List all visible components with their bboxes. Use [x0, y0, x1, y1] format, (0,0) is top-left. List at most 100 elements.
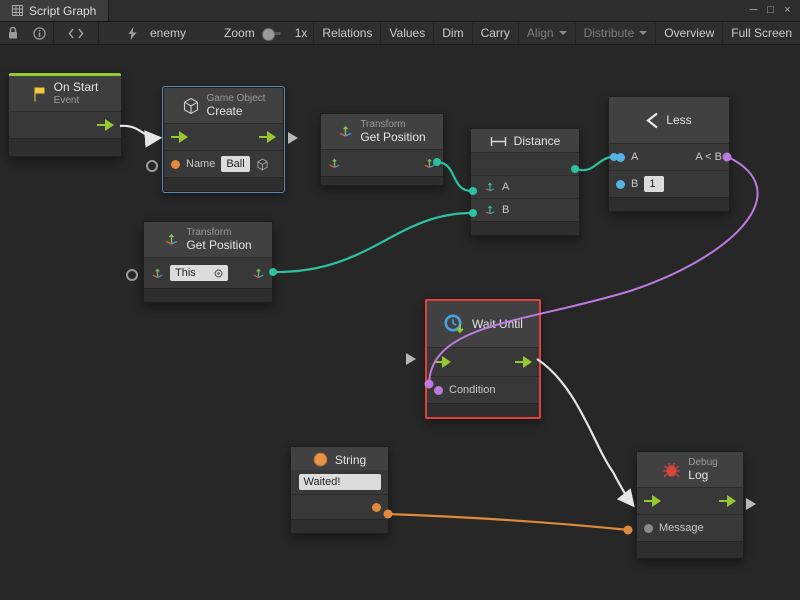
vector-output-port[interactable]	[423, 157, 436, 170]
node-category: Transform	[186, 227, 232, 238]
node-distance[interactable]: Distance A B	[470, 128, 580, 236]
wire-onstart-create	[119, 124, 163, 148]
result-port-label: A < B	[695, 151, 722, 163]
less-than-icon	[646, 112, 658, 128]
graph-name: enemy	[150, 26, 187, 40]
toolbar-separator	[53, 22, 54, 44]
vector-icon	[485, 182, 495, 192]
fullscreen-button[interactable]: Full Screen	[722, 22, 800, 44]
target-icon	[214, 269, 223, 278]
zoom-slider-handle[interactable]	[261, 27, 275, 41]
toolbar-separator	[98, 22, 99, 44]
wire-getposition2-distance-b	[271, 211, 473, 274]
node-title: Create	[206, 103, 243, 118]
flow-input-port[interactable]	[434, 356, 451, 368]
node-get-position-2[interactable]: Transform Get Position This	[143, 221, 273, 304]
b-port-label: B	[502, 204, 510, 216]
distribute-dropdown[interactable]: Distribute	[574, 22, 656, 44]
align-dropdown[interactable]: Align	[517, 22, 575, 44]
node-wait-until[interactable]: Wait Until Condition	[425, 299, 541, 419]
node-footer	[291, 519, 388, 533]
flow-output-port[interactable]	[515, 356, 532, 368]
zoom-value: 1x	[294, 26, 308, 40]
dim-button[interactable]: Dim	[433, 22, 471, 44]
toolbar-button-group: Relations Values Dim Carry Align Distrib…	[313, 22, 800, 44]
info-icon[interactable]	[26, 22, 53, 44]
message-port-label: Message	[659, 522, 704, 535]
node-footer	[9, 138, 121, 157]
wire-waituntil-debuglog	[536, 358, 635, 508]
minimize-icon[interactable]: ─	[749, 4, 758, 16]
a-port-label: A	[631, 151, 639, 163]
node-title: Less	[666, 113, 692, 127]
node-category: Debug	[688, 457, 718, 468]
message-input-port[interactable]	[644, 523, 653, 533]
code-icon[interactable]	[54, 22, 98, 44]
graph-grid-icon	[12, 5, 23, 16]
unconnected-port-circle[interactable]	[126, 269, 138, 281]
vector-output-port[interactable]	[252, 267, 265, 280]
flow-input-port[interactable]	[644, 495, 661, 508]
name-value-field[interactable]: Ball	[221, 156, 250, 173]
node-subtitle: Event	[53, 94, 80, 106]
node-category: Game Object	[206, 93, 266, 104]
unconnected-port-circle[interactable]	[146, 160, 158, 172]
node-string[interactable]: String Waited!	[290, 446, 389, 534]
string-output-port[interactable]	[372, 502, 381, 512]
node-title: Get Position	[360, 129, 426, 144]
wire-string-debuglog-message	[386, 512, 630, 532]
chevron-down-icon	[639, 31, 648, 35]
node-footer	[471, 221, 579, 235]
tab-script-graph[interactable]: Script Graph	[0, 0, 110, 21]
node-title: On Start	[53, 80, 99, 94]
game-object-icon	[256, 158, 268, 171]
name-input-port[interactable]	[171, 159, 180, 169]
flow-output-port[interactable]	[97, 119, 114, 132]
node-footer	[321, 176, 443, 186]
vector-icon	[485, 205, 495, 215]
transform-icon	[340, 126, 352, 137]
graph-canvas[interactable]: On Start Event Game Object Create Name	[0, 45, 800, 600]
node-create-game-object[interactable]: Game Object Create Name Ball	[162, 85, 285, 194]
b-input-port[interactable]	[616, 179, 625, 189]
event-accent-strip	[9, 73, 121, 76]
a-port-label: A	[502, 181, 510, 193]
node-title: Distance	[513, 134, 561, 148]
transform-input-port[interactable]	[151, 267, 164, 280]
relations-button[interactable]: Relations	[313, 22, 380, 44]
target-dropdown[interactable]: This	[170, 265, 228, 282]
a-input-port[interactable]	[616, 152, 625, 162]
string-icon	[313, 452, 328, 467]
cube-icon	[183, 97, 198, 114]
node-title: Log	[688, 467, 709, 482]
string-value-field[interactable]: Waited!	[298, 474, 381, 490]
values-button[interactable]: Values	[380, 22, 433, 44]
node-footer	[609, 197, 729, 211]
close-icon[interactable]: ×	[784, 4, 791, 16]
lock-icon[interactable]	[0, 22, 26, 44]
graph-toolbar: enemy Zoom 1x Relations Values Dim Carry…	[0, 22, 800, 45]
flow-input-port[interactable]	[171, 131, 188, 144]
flow-output-port[interactable]	[719, 495, 736, 508]
wait-clock-icon	[444, 314, 464, 334]
b-value-field[interactable]: 1	[644, 176, 665, 192]
node-title: Wait Until	[472, 317, 523, 331]
node-footer	[144, 288, 272, 303]
node-debug-log[interactable]: Debug Log Message	[636, 451, 744, 560]
zoom-slider[interactable]	[261, 27, 281, 41]
overview-button[interactable]: Overview	[655, 22, 722, 44]
node-get-position-1[interactable]: Transform Get Position	[320, 113, 444, 187]
flow-continuation-triangle[interactable]	[406, 353, 416, 365]
chevron-down-icon	[558, 31, 567, 35]
node-footer	[164, 177, 283, 192]
maximize-icon[interactable]: □	[767, 4, 774, 16]
condition-input-port[interactable]	[434, 385, 443, 395]
flow-continuation-triangle[interactable]	[746, 498, 756, 510]
node-on-start[interactable]: On Start Event	[8, 72, 122, 158]
flow-output-port[interactable]	[259, 131, 276, 144]
transform-input-port[interactable]	[328, 157, 341, 170]
node-less[interactable]: Less A A < B B 1	[608, 96, 730, 212]
flow-continuation-triangle[interactable]	[288, 132, 298, 144]
carry-button[interactable]: Carry	[471, 22, 518, 44]
tab-title: Script Graph	[29, 3, 97, 18]
